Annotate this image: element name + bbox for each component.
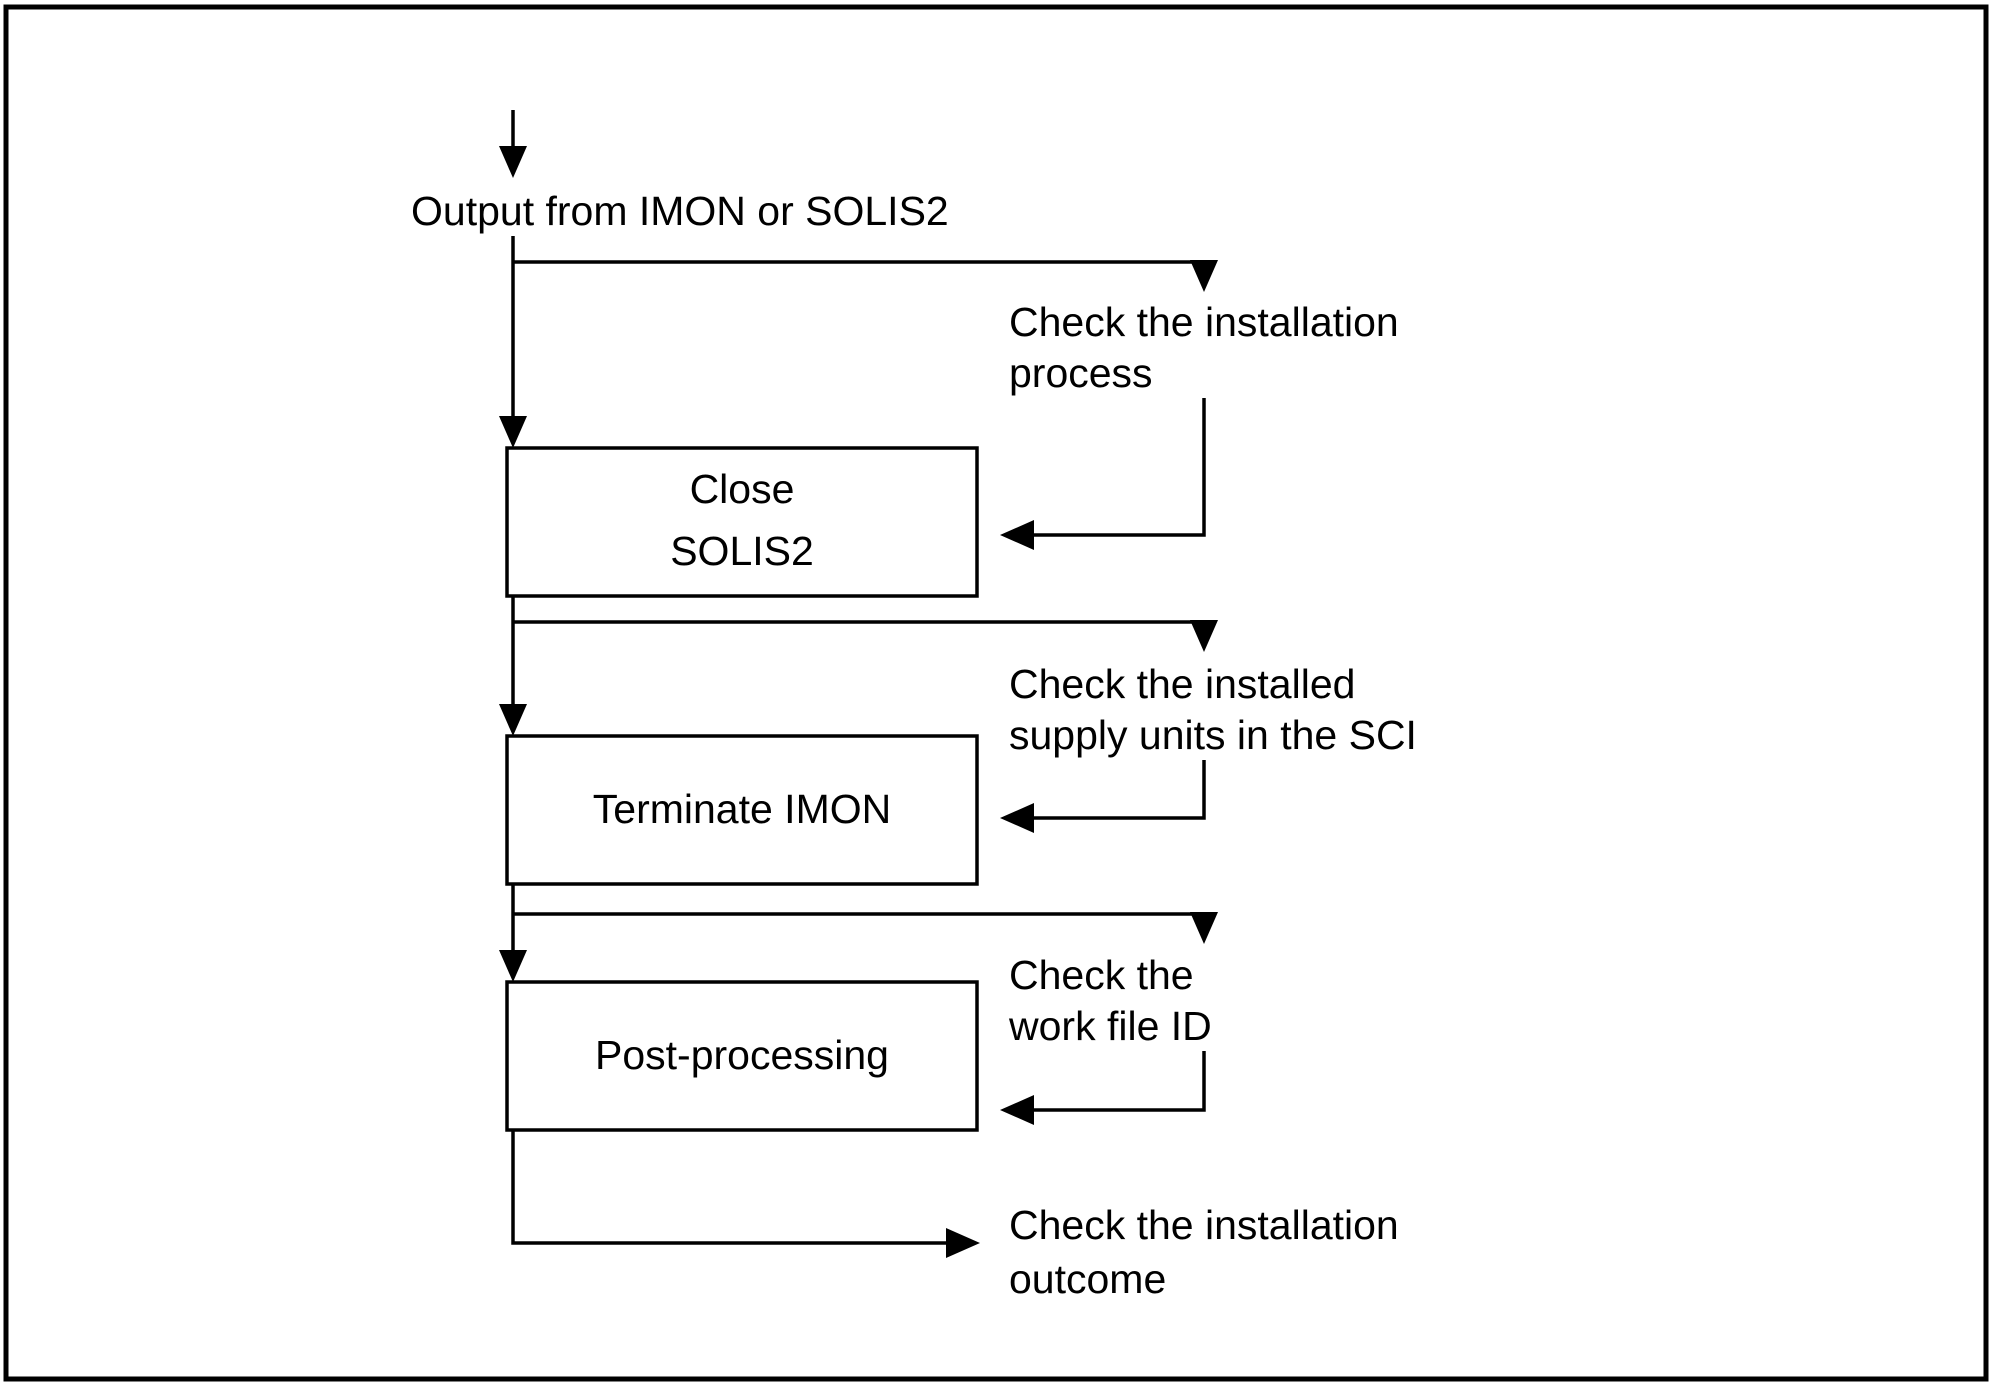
- return-3-line: [1022, 1051, 1206, 1112]
- branch-3-line: [513, 912, 1206, 924]
- branch-1-arrow-head: [1190, 260, 1218, 292]
- branch-3-arrow-head: [1190, 912, 1218, 944]
- exit-line: [511, 1130, 955, 1245]
- branch-1-line: [513, 260, 1206, 272]
- side-note-4-line1: Check the installation: [1009, 1202, 1399, 1248]
- node-terminate-imon[interactable]: [505, 734, 979, 886]
- entry-label: Output from IMON or SOLIS2: [411, 188, 949, 234]
- side-note-2-line2: supply units in the SCI: [1009, 712, 1417, 758]
- side-note-1-line1: Check the installation: [1009, 299, 1399, 345]
- return-1-arrow-head: [1000, 520, 1034, 550]
- branch-2-line: [513, 620, 1206, 632]
- return-2-arrow-head: [1000, 803, 1034, 833]
- exit-arrow-head: [946, 1228, 980, 1258]
- node-post-processing[interactable]: [505, 980, 979, 1132]
- trunk-3-arrow-head: [499, 950, 527, 982]
- node-close-solis2-line2: SOLIS2: [670, 528, 814, 574]
- side-note-2-line1: Check the installed: [1009, 661, 1355, 707]
- trunk-2-arrow-head: [499, 704, 527, 736]
- trunk-1-arrow-head: [499, 416, 527, 448]
- node-post-processing-line1: Post-processing: [595, 1032, 889, 1078]
- node-terminate-imon-line1: Terminate IMON: [593, 786, 891, 832]
- side-note-4-line2: outcome: [1009, 1256, 1166, 1302]
- return-3-arrow-head: [1000, 1095, 1034, 1125]
- side-note-3-line2: work file ID: [1008, 1003, 1212, 1049]
- return-2-line: [1022, 760, 1206, 820]
- side-note-1-line2: process: [1009, 350, 1153, 396]
- node-close-solis2-line1: Close: [690, 466, 795, 512]
- outer-frame: [3, 4, 1989, 1382]
- side-note-3-line1: Check the: [1009, 952, 1194, 998]
- node-close-solis2[interactable]: [505, 446, 979, 598]
- entry-arrow-head: [499, 146, 527, 178]
- return-1-line: [1022, 398, 1206, 537]
- branch-2-arrow-head: [1190, 620, 1218, 652]
